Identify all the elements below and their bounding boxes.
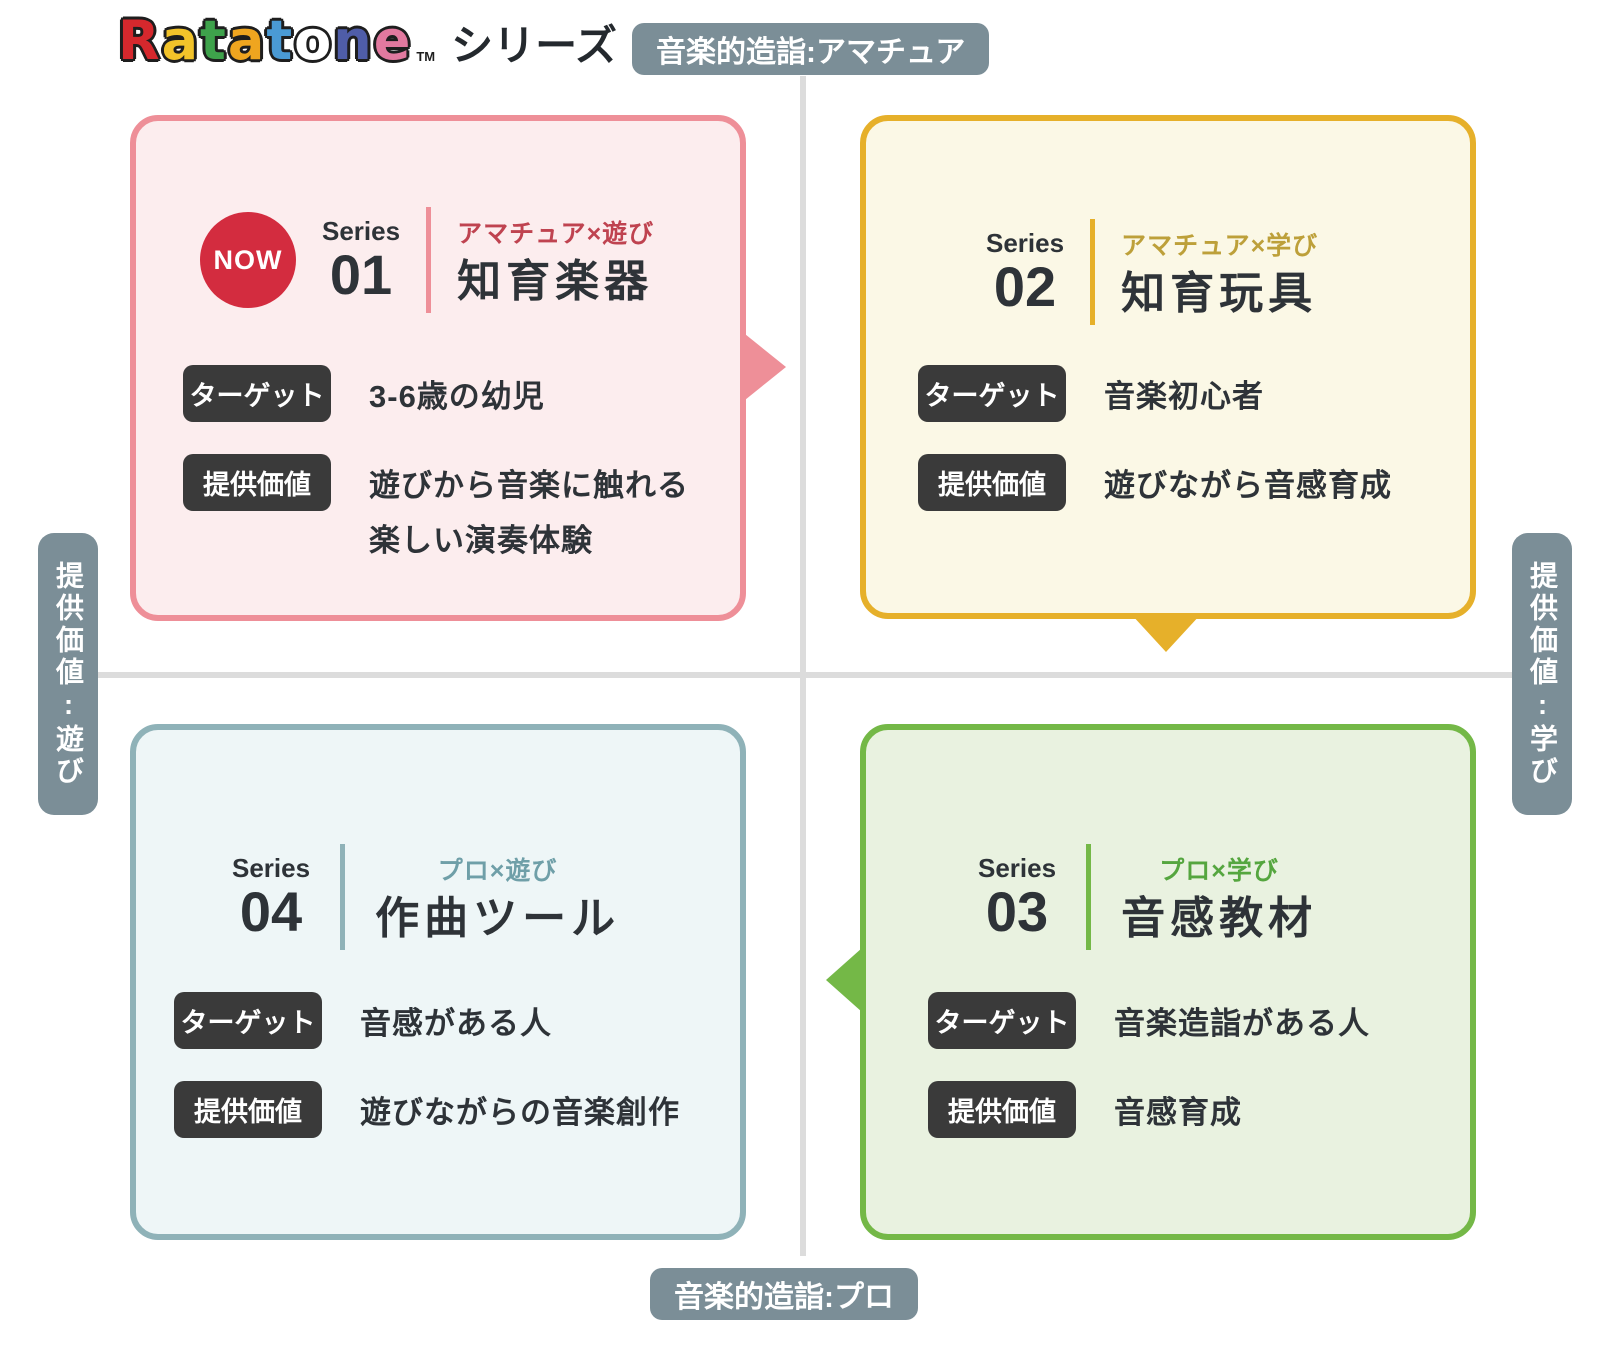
target-row: ターゲット 音感がある人 bbox=[174, 992, 680, 1051]
title-block: プロ×遊び 作曲ツール bbox=[375, 851, 620, 943]
logo-letter: n bbox=[333, 9, 374, 72]
series-number: 04 bbox=[239, 880, 303, 944]
card-title: 作曲ツール bbox=[375, 893, 621, 943]
arrow-left-icon bbox=[826, 948, 862, 1012]
arrow-right-icon bbox=[740, 330, 786, 404]
horizontal-axis-line bbox=[95, 672, 1512, 678]
target-row: ターゲット 3-6歳の幼児 bbox=[183, 365, 689, 424]
series-divider bbox=[1090, 219, 1096, 325]
logo-letter: a bbox=[161, 9, 201, 72]
value-pill: 提供価値 bbox=[174, 1081, 322, 1139]
arrow-down-icon bbox=[1131, 614, 1201, 652]
axis-bottom-badge: 音楽的造詣:プロ bbox=[650, 1268, 918, 1320]
card-rows: ターゲット 音感がある人 提供価値 遊びながらの音楽創作 bbox=[174, 992, 680, 1141]
card-title: 知育玩具 bbox=[1121, 268, 1318, 318]
series-divider bbox=[1086, 844, 1092, 950]
logo-letter: o bbox=[294, 9, 334, 72]
quadrant-card-series-02: Series 02 アマチュア×学び 知育玩具 ターゲット 音楽初心者 提供価値… bbox=[860, 115, 1476, 619]
logo-tm-mark: TM bbox=[416, 49, 436, 64]
card-rows: ターゲット 音楽初心者 提供価値 遊びながら音感育成 bbox=[918, 365, 1392, 514]
target-pill: ターゲット bbox=[174, 992, 322, 1049]
value-row: 提供価値 遊びながら音感育成 bbox=[918, 454, 1392, 513]
target-value: 音感がある人 bbox=[360, 1006, 552, 1041]
series-label: Series bbox=[232, 852, 311, 883]
value-row: 提供価値 遊びから音楽に触れる 楽しい演奏体験 bbox=[183, 454, 689, 568]
quadrant-card-series-01: NOW Series 01 アマチュア×遊び 知育楽器 ターゲット 3-6歳の幼… bbox=[130, 115, 746, 621]
series-block: Series 03 bbox=[978, 854, 1056, 941]
logo-letter: a bbox=[227, 9, 267, 72]
title-block: アマチュア×遊び 知育楽器 bbox=[457, 214, 654, 306]
axis-top-badge: 音楽的造詣:アマチュア bbox=[632, 23, 990, 75]
series-divider bbox=[426, 207, 432, 313]
value-pill: 提供価値 bbox=[918, 454, 1066, 512]
series-number: 03 bbox=[985, 880, 1049, 944]
series-number: 01 bbox=[329, 243, 393, 307]
logo-series-suffix: シリーズ bbox=[451, 21, 618, 69]
target-pill: ターゲット bbox=[183, 365, 331, 422]
segment-label: アマチュア×学び bbox=[1121, 231, 1319, 260]
card-rows: ターゲット 音楽造詣がある人 提供価値 音感育成 bbox=[928, 992, 1370, 1141]
series-label: Series bbox=[986, 227, 1065, 258]
card-header: Series 04 プロ×遊び 作曲ツール bbox=[232, 844, 620, 950]
target-value: 音楽造詣がある人 bbox=[1114, 1006, 1370, 1041]
target-row: ターゲット 音楽造詣がある人 bbox=[928, 992, 1370, 1051]
value-value: 遊びながらの音楽創作 bbox=[360, 1095, 680, 1131]
target-row: ターゲット 音楽初心者 bbox=[918, 365, 1392, 424]
target-value: 音楽初心者 bbox=[1104, 379, 1264, 414]
logo-letter: R bbox=[118, 9, 162, 72]
card-title: 知育楽器 bbox=[457, 256, 654, 306]
card-title: 音感教材 bbox=[1121, 893, 1318, 943]
axis-left-badge: 提供価値:遊び bbox=[38, 533, 98, 815]
series-label: Series bbox=[322, 215, 401, 246]
logo-letters: R a t a t o n e bbox=[118, 14, 412, 68]
series-block: Series 02 bbox=[986, 229, 1064, 316]
value-value: 遊びから音楽に触れる 楽しい演奏体験 bbox=[369, 468, 689, 558]
series-number: 02 bbox=[993, 255, 1057, 319]
card-header: Series 03 プロ×学び 音感教材 bbox=[978, 844, 1317, 950]
value-value: 遊びながら音感育成 bbox=[1104, 468, 1392, 504]
segment-label: プロ×学び bbox=[1159, 856, 1279, 885]
quadrant-card-series-04: Series 04 プロ×遊び 作曲ツール ターゲット 音感がある人 提供価値 … bbox=[130, 724, 746, 1240]
logo-letter: e bbox=[373, 9, 413, 72]
value-pill: 提供価値 bbox=[928, 1081, 1076, 1139]
value-row: 提供価値 遊びながらの音楽創作 bbox=[174, 1081, 680, 1140]
axis-right-badge: 提供価値:学び bbox=[1512, 533, 1572, 815]
target-pill: ターゲット bbox=[928, 992, 1076, 1049]
series-block: Series 04 bbox=[232, 854, 310, 941]
logo-letter: t bbox=[266, 9, 295, 72]
ratatone-logo: R a t a t o n e TM シリーズ bbox=[118, 14, 617, 68]
value-row: 提供価値 音感育成 bbox=[928, 1081, 1370, 1140]
value-value: 音感育成 bbox=[1114, 1095, 1242, 1131]
now-badge: NOW bbox=[200, 212, 296, 308]
segment-label: プロ×遊び bbox=[437, 856, 558, 885]
target-value: 3-6歳の幼児 bbox=[369, 379, 545, 414]
value-pill: 提供価値 bbox=[183, 454, 331, 512]
vertical-axis-line bbox=[800, 76, 806, 1256]
card-header: Series 02 アマチュア×学び 知育玩具 bbox=[986, 219, 1318, 325]
series-divider bbox=[340, 844, 346, 950]
segment-label: アマチュア×遊び bbox=[457, 219, 655, 248]
series-label: Series bbox=[978, 852, 1057, 883]
target-pill: ターゲット bbox=[918, 365, 1066, 422]
series-block: Series 01 bbox=[322, 217, 400, 304]
quadrant-card-series-03: Series 03 プロ×学び 音感教材 ターゲット 音楽造詣がある人 提供価値… bbox=[860, 724, 1476, 1240]
title-block: プロ×学び 音感教材 bbox=[1121, 851, 1317, 943]
card-rows: ターゲット 3-6歳の幼児 提供価値 遊びから音楽に触れる 楽しい演奏体験 bbox=[183, 365, 689, 568]
title-block: アマチュア×学び 知育玩具 bbox=[1121, 226, 1318, 318]
card-header: NOW Series 01 アマチュア×遊び 知育楽器 bbox=[200, 207, 654, 313]
logo-letter: t bbox=[200, 9, 228, 72]
